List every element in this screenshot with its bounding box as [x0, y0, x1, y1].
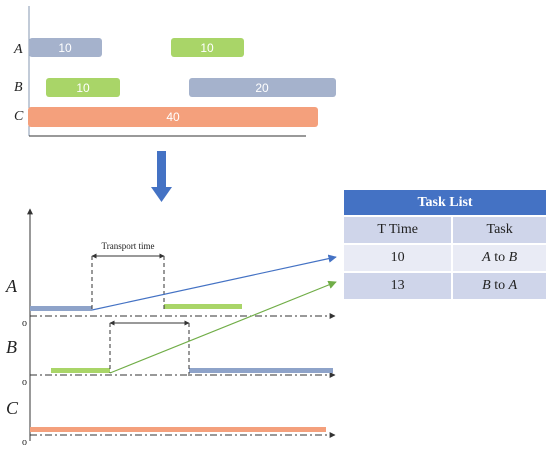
bar-b-2-label: 20	[255, 81, 269, 95]
row-time: 10	[344, 243, 453, 272]
origin-label-b: o	[22, 377, 27, 388]
seg-c-orange	[30, 427, 326, 432]
task-from: A	[482, 250, 491, 265]
top-row-label-b: B	[14, 80, 23, 95]
seg-b-blue	[189, 368, 333, 373]
bar-b-1	[46, 78, 120, 97]
bottom-row-label-c: C	[6, 398, 19, 418]
row-time: 13	[344, 271, 453, 299]
origin-label-a: o	[22, 318, 27, 329]
seg-a-blue	[30, 306, 92, 311]
down-arrow-icon	[151, 151, 172, 202]
task-list-title: Task List	[344, 190, 546, 216]
bar-a-1-label: 10	[58, 41, 72, 55]
top-gantt-chart: A B C 10 10 10 20 40	[13, 6, 336, 137]
seg-a-green	[164, 304, 242, 309]
bar-a-2	[171, 38, 244, 57]
column-header-task: Task	[451, 215, 546, 244]
origin-label-c: o	[22, 437, 27, 448]
bar-c-1	[28, 107, 318, 127]
transfer-arrow-blue	[91, 254, 337, 311]
task-list-header-row: T Time Task	[344, 215, 546, 244]
task-list-table: Task List T Time Task 10 A to B 13 B to …	[344, 190, 546, 299]
bottom-row-label-a: A	[5, 276, 18, 296]
task-sep: to	[494, 278, 506, 293]
task-to: A	[508, 278, 518, 293]
bar-b-1-label: 10	[76, 81, 90, 95]
bottom-timeline-chart: A o Transport time B o C o	[5, 208, 337, 448]
table-row: 10 A to B	[344, 243, 546, 272]
row-task: B to A	[451, 271, 546, 299]
task-sep: to	[494, 250, 506, 265]
top-row-label-c: C	[14, 109, 24, 124]
bar-c-1-label: 40	[166, 110, 180, 124]
seg-b-green	[51, 368, 110, 373]
top-row-label-a: A	[13, 42, 23, 57]
table-row: 13 B to A	[344, 271, 546, 299]
task-to: B	[508, 250, 518, 265]
bottom-row-label-b: B	[6, 337, 17, 357]
transport-time-label: Transport time	[102, 241, 155, 251]
row-task: A to B	[451, 243, 546, 272]
task-from: B	[482, 278, 491, 293]
bar-b-2	[189, 78, 336, 97]
bar-a-1	[29, 38, 102, 57]
column-header-time: T Time	[344, 215, 453, 244]
bar-a-2-label: 10	[200, 41, 214, 55]
transfer-arrow-green	[109, 280, 337, 374]
